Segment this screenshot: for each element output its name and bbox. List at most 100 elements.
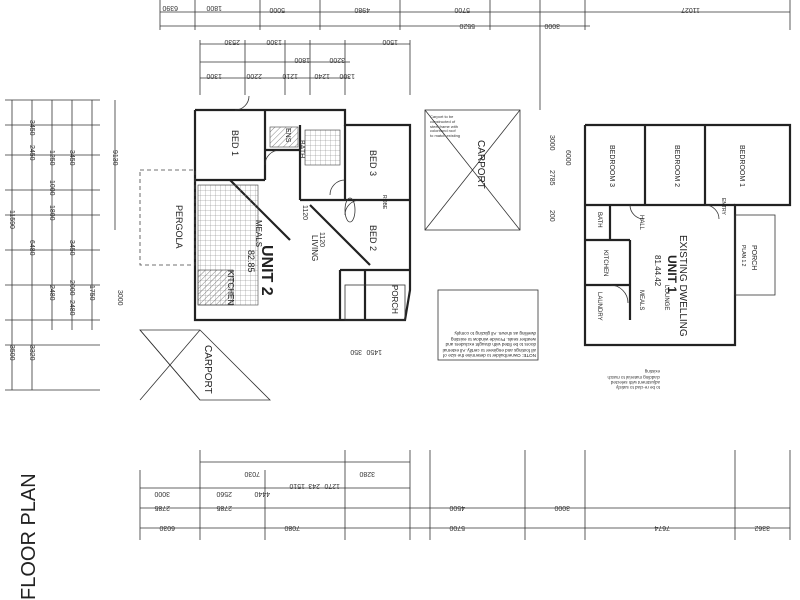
dim-int-6: 2785	[548, 170, 555, 186]
dim-top-1: 1800	[206, 4, 222, 11]
dim-int-4: 3000	[548, 135, 555, 151]
room-u1-kitchen: KITCHEN	[602, 250, 608, 276]
dim-bottom-12: 6030	[159, 524, 175, 531]
top-dimensions: 6390 1800 5000 4980 5700 5520 3000 11027…	[159, 0, 791, 110]
dim-top2-1: 1300	[266, 38, 282, 45]
dim-left-14: 11590	[8, 210, 15, 229]
dim-left-12: 3320	[28, 345, 35, 361]
dim-top-4: 5700	[454, 6, 470, 13]
dim-left-3: 1000	[48, 180, 55, 196]
dim-top-3: 4980	[354, 6, 370, 13]
room-bath: BATH	[298, 140, 305, 158]
dim-top-2: 5000	[269, 6, 285, 13]
dim-bottom-3: 243	[308, 482, 320, 489]
dim-top2-0: 2530	[224, 38, 240, 45]
room-bed3: BED 3	[368, 150, 378, 176]
room-bedroom3: BEDROOM 3	[608, 145, 615, 187]
unit-1-labels: EXISTING DWELLING UNIT 1 81.44.42 BEDROO…	[596, 145, 757, 337]
room-robe: ROBE	[381, 195, 387, 210]
interior-dimensions: 1120 1120 1450 350 3000 3000 2785 6000 2…	[116, 135, 571, 355]
dim-int-2: 1450	[366, 348, 382, 355]
dim-left-5: 3450	[68, 150, 75, 166]
page-title: FLOOR PLAN	[18, 473, 40, 600]
dim-left-4: 1800	[48, 205, 55, 221]
room-u1-porch-area: PLAN 1.2	[740, 245, 746, 267]
dim-int-5: 3000	[116, 290, 123, 306]
room-living: LIVING	[310, 235, 319, 261]
dim-top3-4: 1300	[339, 72, 355, 79]
dim-bottom-6: 2560	[216, 490, 232, 497]
dim-top3-0: 1300	[206, 72, 222, 79]
dim-top-5: 5520	[459, 22, 475, 29]
room-meals: MEALS	[254, 220, 263, 247]
dim-top-0: 6390	[162, 4, 178, 11]
room-u1-porch: PORCH	[750, 245, 757, 270]
dim-bottom-9: 2785	[216, 504, 232, 511]
room-kitchen: KITCHEN	[226, 270, 235, 305]
dim-top3-1: 2200	[246, 72, 262, 79]
room-pergola: PERGOLA	[174, 205, 184, 249]
dim-bottom-0: 7030	[244, 470, 260, 477]
dim-int-8: 200	[548, 210, 555, 222]
room-bed2: BED 2	[368, 225, 378, 251]
dim-bottom-4: 1510	[289, 482, 305, 489]
unit-1-area: 81.44.42	[653, 255, 662, 287]
dim-bottom-2: 1270	[324, 482, 340, 489]
dim-int-3: 350	[350, 348, 362, 355]
dim-left-1: 2450	[28, 145, 35, 161]
dim-top-6: 3000	[544, 22, 560, 29]
carport-left: CARPORT	[139, 329, 271, 401]
carport-middle: CARPORT	[424, 109, 521, 231]
dim-left-15: 9130	[111, 150, 118, 166]
dim-left-9: 6480	[28, 240, 35, 256]
dim-left-8: 2000	[68, 280, 75, 296]
room-carport-2: CARPORT	[475, 140, 486, 189]
note-right: to be re-clad to satisfy adjustment with…	[607, 369, 660, 390]
dim-bottom-1: 3280	[359, 470, 375, 477]
room-bed1: BED 1	[230, 130, 240, 156]
room-porch: PORCH	[390, 285, 399, 314]
dim-bottom-5: 3000	[154, 490, 170, 497]
room-u1-lounge: LOUNGE	[663, 285, 669, 310]
dim-top3-2: 1210	[282, 72, 298, 79]
unit-1-title: UNIT 1	[665, 255, 679, 293]
room-ens: ENS	[284, 128, 291, 143]
dim-left-6: 2480	[48, 285, 55, 301]
bottom-dimensions: 7030 3280 1270 243 1510 3000 2560 4440 2…	[139, 450, 791, 540]
dim-top-7: 11027	[681, 6, 700, 13]
room-carport: CARPORT	[202, 345, 213, 394]
dim-bottom-13: 7080	[284, 524, 300, 531]
note-carport: Carport to be constructed of steel frame…	[430, 115, 460, 139]
room-bedroom2: BEDROOM 2	[673, 145, 680, 187]
unit-1-plan	[583, 123, 792, 347]
dim-left-11: 2480	[68, 300, 75, 316]
dim-left-7: 3450	[68, 240, 75, 256]
dim-bottom-11: 3000	[554, 504, 570, 511]
dim-bottom-7: 4440	[254, 490, 270, 497]
room-u1-laundry: LAUNDRY	[596, 292, 602, 321]
dim-bottom-16: 3362	[754, 524, 770, 531]
note-main: NOTE: Owner/builder to determine the siz…	[442, 331, 536, 358]
room-u1-bath: BATH	[596, 212, 602, 228]
dim-top2-4: 1500	[382, 38, 398, 45]
dim-top2-3: 1800	[294, 56, 310, 63]
dim-bottom-10: 4500	[449, 504, 465, 511]
room-u1-entry: ENTRY	[720, 198, 726, 216]
left-dimensions: 3450 2450 1250 1000 1800 3450 2480 3450 …	[5, 99, 118, 391]
unit-2-labels: UNIT 2 82.85 BED 1 BED 3 BED 2 LIVING KI…	[174, 128, 399, 314]
unit-1-subtitle: EXISTING DWELLING	[677, 235, 688, 337]
dim-left-13: 3500	[8, 345, 15, 361]
unit-2-title: UNIT 2	[258, 245, 275, 296]
dim-top3-3: 1240	[314, 72, 330, 79]
room-bedroom1: BEDROOM 1	[738, 145, 745, 187]
dim-top2-2: 3200	[329, 56, 345, 63]
dim-left-10: 1750	[88, 285, 95, 301]
note-box: NOTE: Owner/builder to determine the siz…	[430, 115, 660, 390]
dim-bottom-15: 7674	[654, 524, 670, 531]
unit-2-area: 82.85	[246, 250, 256, 273]
dim-int-0: 1120	[301, 205, 308, 220]
dim-bottom-14: 5700	[449, 524, 465, 531]
dim-bottom-8: 2785	[154, 504, 170, 511]
dim-int-7: 6000	[564, 150, 571, 166]
